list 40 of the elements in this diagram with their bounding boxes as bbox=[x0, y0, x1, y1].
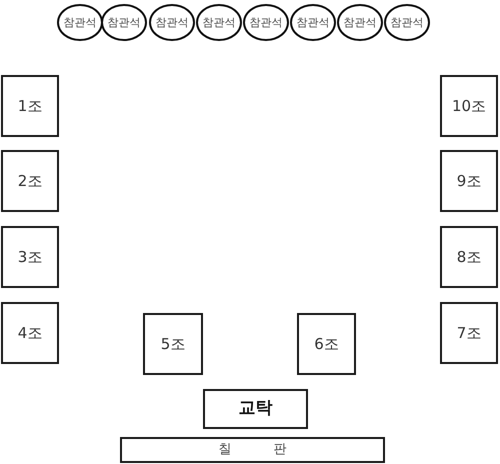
table-label: 6조 bbox=[314, 334, 339, 354]
seat-label: 참관석 bbox=[108, 16, 140, 30]
observer-seat-ellipse bbox=[57, 4, 103, 41]
blackboard-label: 칠 판 bbox=[218, 442, 287, 458]
observer-seat-ellipse bbox=[337, 4, 383, 41]
observer-seat-ellipse bbox=[384, 4, 430, 41]
table-label: 8조 bbox=[456, 248, 482, 266]
seat-label: 참관석 bbox=[64, 16, 96, 30]
lectern-label: 교탁 bbox=[238, 398, 272, 420]
seat-label: 참관석 bbox=[344, 16, 376, 30]
group-table-box bbox=[1, 150, 59, 212]
group-table-box bbox=[440, 302, 498, 364]
table-label: 10조 bbox=[452, 96, 486, 116]
blackboard-bar bbox=[120, 437, 385, 463]
observer-seat-ellipse bbox=[196, 4, 242, 41]
table-label: 7조 bbox=[456, 324, 482, 342]
group-table-box bbox=[1, 75, 59, 137]
group-table-box bbox=[440, 75, 498, 137]
seat-label: 참관석 bbox=[156, 16, 188, 30]
table-label: 9조 bbox=[456, 172, 482, 190]
table-label: 4조 bbox=[18, 324, 42, 342]
group-table-box bbox=[143, 313, 203, 375]
observer-seat-ellipse bbox=[243, 4, 289, 41]
group-table-box bbox=[440, 226, 498, 288]
observer-seat-ellipse bbox=[101, 4, 147, 41]
table-label: 1조 bbox=[18, 96, 42, 116]
group-table-box bbox=[1, 302, 59, 364]
seat-label: 참관석 bbox=[390, 16, 424, 30]
observer-seat-ellipse bbox=[149, 4, 195, 41]
lectern-box bbox=[203, 389, 308, 429]
table-label: 5조 bbox=[160, 334, 186, 354]
group-table-box bbox=[440, 150, 498, 212]
seat-label: 참관석 bbox=[296, 16, 330, 30]
group-table-box bbox=[297, 313, 356, 375]
group-table-box bbox=[1, 226, 59, 288]
seat-label: 참관석 bbox=[202, 16, 236, 30]
seat-label: 참관석 bbox=[250, 16, 282, 30]
observer-seat-ellipse bbox=[290, 4, 336, 41]
table-label: 3조 bbox=[18, 248, 42, 266]
table-label: 2조 bbox=[18, 172, 42, 190]
